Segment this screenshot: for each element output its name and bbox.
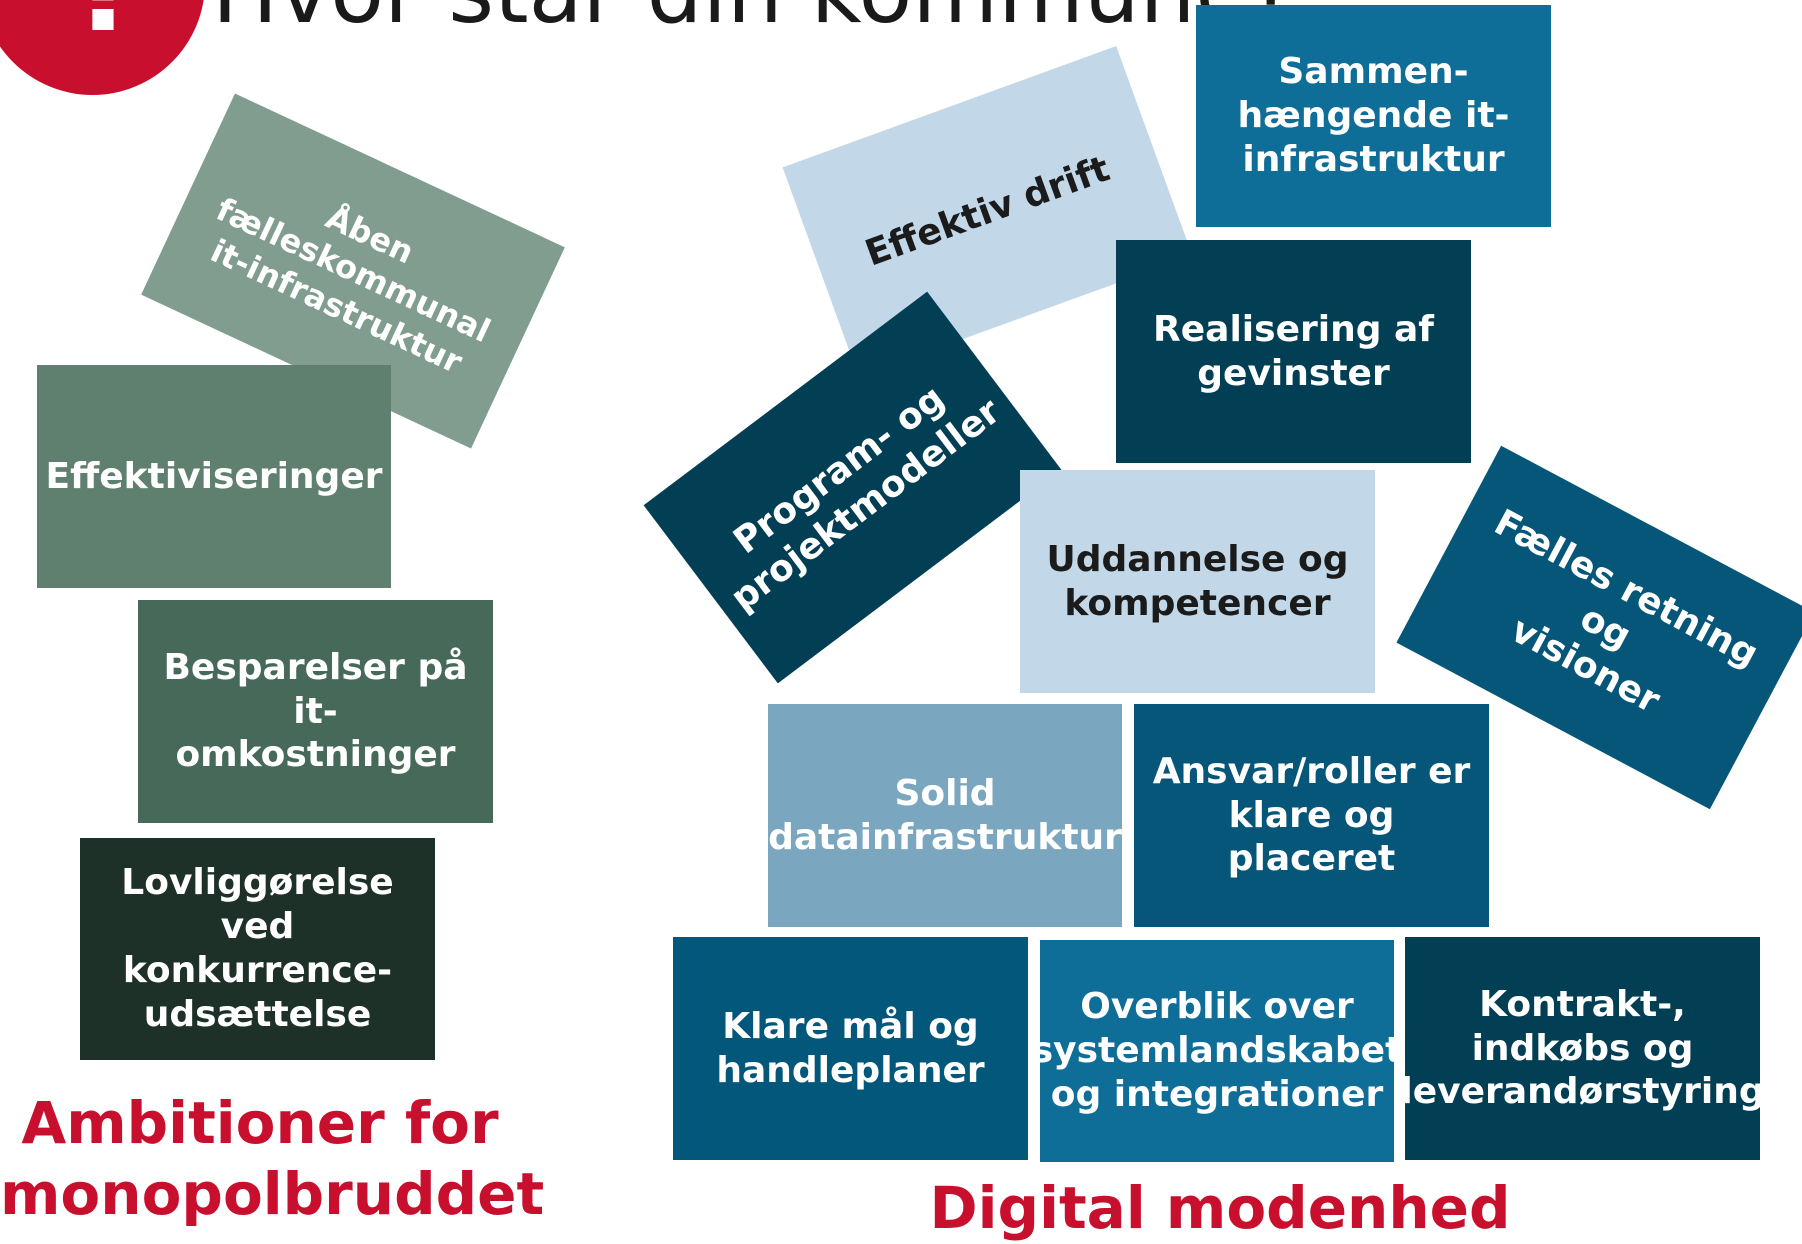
- box-sammenhaengende: Sammen- hængende it- infrastruktur: [1196, 5, 1551, 227]
- box-besparelser: Besparelser på it- omkostninger: [138, 600, 493, 823]
- caption-ambitioner: Ambitioner for monopolbruddet: [0, 1089, 545, 1228]
- caption-digital-modenhed: Digital modenhed: [929, 1174, 1511, 1242]
- box-realisering: Realisering af gevinster: [1116, 240, 1471, 463]
- box-program-projekt: Program- og projektmodeller: [643, 291, 1062, 684]
- box-overblik: Overblik over systemlandskabet og integr…: [1032, 940, 1402, 1162]
- box-ansvar-roller: Ansvar/roller er klare og placeret: [1134, 704, 1489, 927]
- box-kontrakt-indkoeb: Kontrakt-, indkøbs og leverandørstyring: [1400, 937, 1765, 1160]
- box-effektiviseringer: Effektiviseringer: [37, 365, 391, 588]
- box-lovliggoerelse: Lovliggørelse ved konkurrence- udsættels…: [80, 838, 435, 1060]
- box-klare-maal: Klare mål og handleplaner: [673, 937, 1028, 1160]
- page-title: Hvor står din kommune?: [212, 0, 1296, 36]
- box-solid-datainfrastruktur: Solid datainfrastruktur: [768, 704, 1122, 927]
- box-uddannelse: Uddannelse og kompetencer: [1020, 470, 1375, 693]
- question-mark: ?: [72, 0, 142, 50]
